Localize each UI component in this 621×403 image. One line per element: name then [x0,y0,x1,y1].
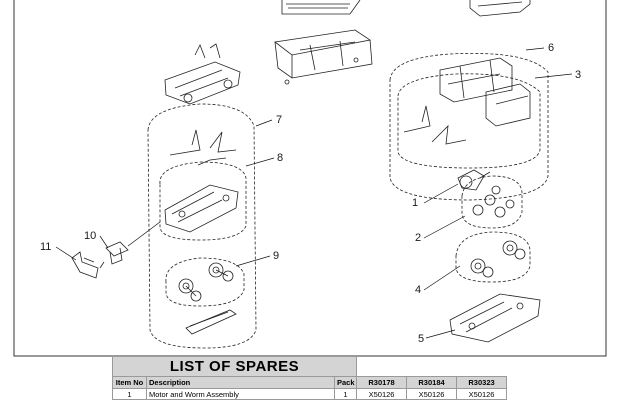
top-right-chassis [469,0,531,17]
row-description: Motor and Worm Assembly [146,388,335,400]
row-item-no: 1 [112,388,147,400]
callout-1: 1 [412,197,418,209]
callout-8: 8 [277,152,283,164]
group-2-outline [461,175,523,229]
callout-2: 2 [415,232,421,244]
row-part-3: X50126 [456,388,508,400]
header-code-3: R30323 [456,376,508,389]
leader-lines [55,47,573,339]
group-9-outline [165,257,245,307]
wheelsets-right [470,240,526,278]
motor-springs [403,105,467,145]
callout-6: 6 [548,42,554,54]
header-item-no: Item No [112,376,147,389]
row-part-1: X50126 [356,388,408,400]
top-box-housing [274,29,373,85]
bogie-sideframe [185,309,237,335]
callout-3: 3 [575,69,581,81]
top-battery-part [281,0,361,15]
bogie-frame [164,184,239,233]
callout-labels: 1 2 3 4 5 6 7 8 9 10 11 [40,42,581,345]
pickup-springs [169,129,237,166]
coupling-part-11 [71,251,105,279]
coupling-part-10 [105,241,129,265]
chassis-base [449,293,541,343]
motor-worm [457,169,491,191]
callout-7: 7 [276,114,282,126]
wheelsets-left [178,262,234,302]
gears [472,185,515,218]
group-6-outline [389,53,549,201]
group-7-outline [147,103,257,349]
callout-5: 5 [418,333,424,345]
callout-10: 10 [84,230,96,242]
group-4-outline [455,231,531,283]
group-3-outline [397,73,541,169]
spares-table: LIST OF SPARES Item No Description Pack … [111,356,508,400]
row-pack: 1 [333,388,358,400]
row-part-2: X50126 [406,388,458,400]
diagram-frame [13,0,607,357]
header-pack: Pack [333,376,358,389]
header-code-1: R30178 [356,376,408,389]
header-description: Description [146,376,335,389]
exploded-parts-diagram: 1 2 3 4 5 6 7 8 9 10 11 [13,0,607,357]
header-code-2: R30184 [406,376,458,389]
motor-mount [439,57,531,127]
callout-4: 4 [415,284,421,296]
left-chassis-assembly [164,43,241,105]
callout-11: 11 [40,241,51,253]
spares-title: LIST OF SPARES [111,356,358,377]
table-row: 1 Motor and Worm Assembly 1 X50126 X5012… [112,388,508,400]
callout-9: 9 [273,250,279,262]
group-8-outline [159,161,247,241]
